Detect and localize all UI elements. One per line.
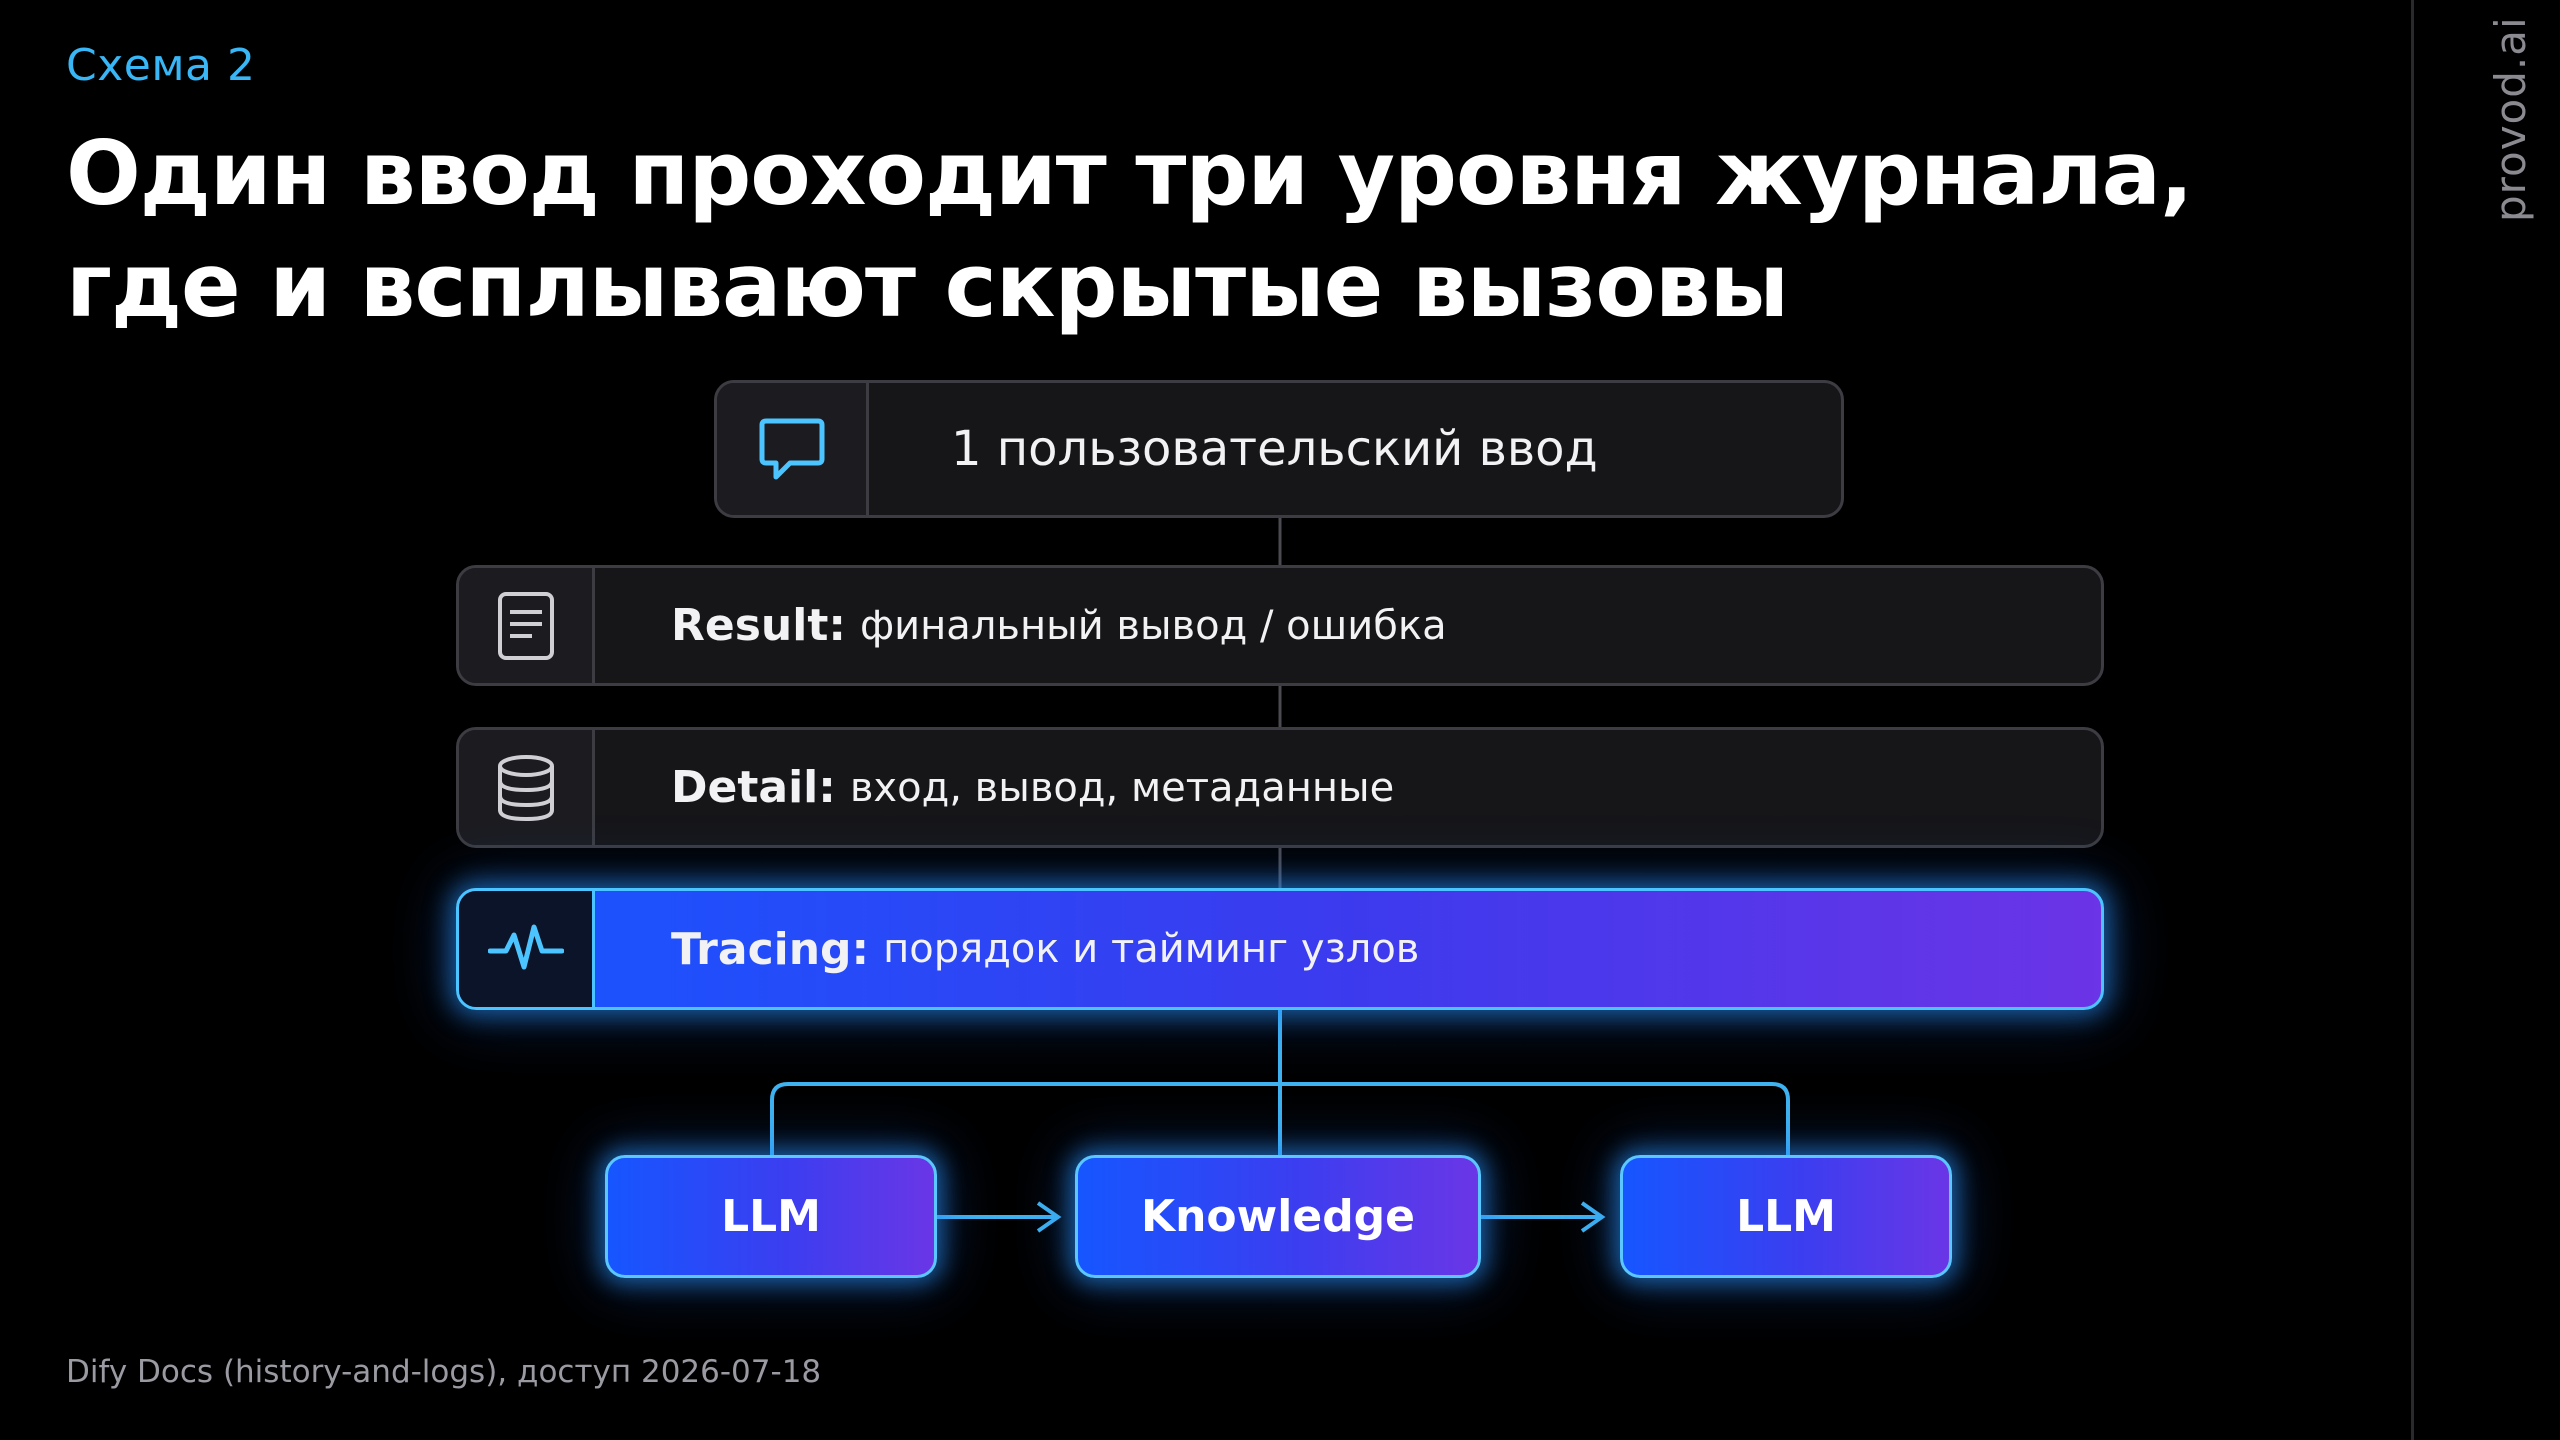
pulse-icon: [487, 924, 564, 970]
level-result-text: Result: финальный вывод / ошибка: [595, 568, 1447, 683]
level-tracing-description: порядок и тайминг узлов: [883, 926, 1420, 972]
level-detail-box: Detail: вход, вывод, метаданные: [456, 727, 2104, 848]
slide-kicker: Схема 2: [66, 40, 256, 91]
user-input-box: 1 пользовательский ввод: [714, 380, 1844, 518]
node-knowledge: Knowledge: [1075, 1155, 1481, 1278]
level-detail-text: Detail: вход, вывод, метаданные: [595, 730, 1394, 845]
level-tracing-icon-cell: [459, 891, 595, 1007]
level-result-box: Result: финальный вывод / ошибка: [456, 565, 2104, 686]
chat-bubble-icon: [759, 418, 824, 480]
level-tracing-text: Tracing: порядок и тайминг узлов: [595, 891, 1419, 1007]
node-llm-2: LLM: [1620, 1155, 1952, 1278]
level-result-description: финальный вывод / ошибка: [859, 602, 1447, 649]
level-result-icon-cell: [459, 568, 595, 683]
connector-tracing-branch: [770, 1010, 1790, 1155]
user-input-label: 1 пользовательский ввод: [951, 421, 1598, 477]
arrow-knowledge-to-llm: [1481, 1201, 1606, 1233]
level-result-name: Result:: [671, 600, 846, 651]
source-citation: Dify Docs (history-and-logs), доступ 202…: [66, 1354, 822, 1390]
document-icon: [497, 591, 554, 660]
level-detail-name: Detail:: [671, 762, 836, 813]
level-detail-icon-cell: [459, 730, 595, 845]
slide-title-line-2: где и всплывают скрытые вызовы: [66, 234, 1789, 337]
level-tracing-name: Tracing:: [671, 923, 870, 975]
arrow-llm-to-knowledge: [937, 1201, 1062, 1233]
level-detail-description: вход, вывод, метаданные: [849, 764, 1395, 811]
database-icon: [497, 754, 554, 821]
vertical-divider: [2411, 0, 2414, 1440]
node-llm-1: LLM: [605, 1155, 937, 1278]
level-tracing-box: Tracing: порядок и тайминг узлов: [456, 888, 2104, 1010]
user-input-icon-cell: [717, 383, 869, 515]
slide-title-line-1: Один ввод проходит три уровня журнала,: [66, 122, 2193, 225]
slide-title: Один ввод проходит три уровня журнала, г…: [66, 118, 2316, 342]
